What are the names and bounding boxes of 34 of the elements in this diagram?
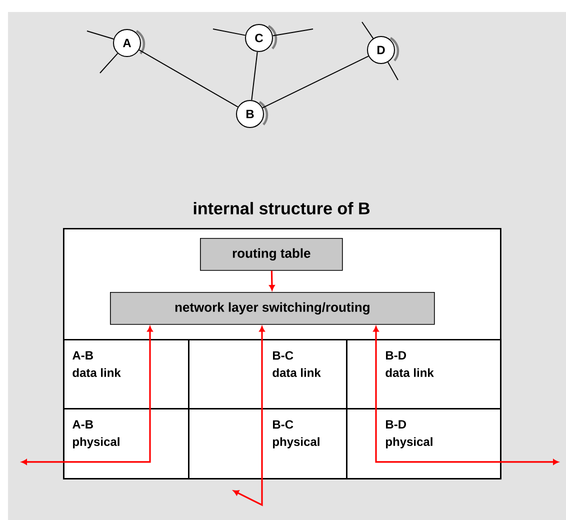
arrow bbox=[22, 326, 153, 465]
cell-text: A-B bbox=[72, 351, 93, 360]
cell-text: B-D bbox=[386, 420, 406, 428]
arrow bbox=[269, 270, 275, 290]
link-stub bbox=[387, 62, 398, 80]
arrow bbox=[233, 326, 265, 506]
link-stub bbox=[362, 22, 374, 39]
link-stub bbox=[100, 52, 118, 74]
arrow bbox=[373, 326, 558, 465]
layer-cell bbox=[188, 338, 348, 410]
cell-text: B-C bbox=[273, 351, 294, 360]
cell-text: physical bbox=[73, 437, 120, 448]
cell-text: data link bbox=[72, 368, 121, 377]
layer-box: routing table bbox=[200, 238, 343, 271]
link-stub bbox=[212, 28, 246, 36]
cell-text: data link bbox=[272, 368, 321, 377]
link-stub bbox=[272, 28, 314, 36]
layer-cell bbox=[346, 338, 502, 410]
layer-cell bbox=[188, 408, 348, 480]
link-line bbox=[138, 50, 238, 108]
cell-text: data link bbox=[386, 368, 434, 377]
cell-text: B-C bbox=[273, 420, 294, 429]
heading: internal structure of B bbox=[194, 202, 370, 214]
layer-cell bbox=[346, 408, 502, 480]
layer-cell bbox=[63, 408, 190, 480]
cell-text: B-D bbox=[386, 351, 406, 360]
link-line bbox=[262, 56, 369, 108]
link-stub bbox=[86, 30, 114, 40]
layer-box: network layer switching/routing bbox=[110, 292, 435, 325]
cell-text: physical bbox=[386, 437, 432, 448]
link-line bbox=[251, 51, 258, 101]
cell-text: physical bbox=[272, 437, 320, 448]
layer-cell bbox=[63, 338, 190, 410]
cell-text: A-B bbox=[72, 420, 93, 428]
